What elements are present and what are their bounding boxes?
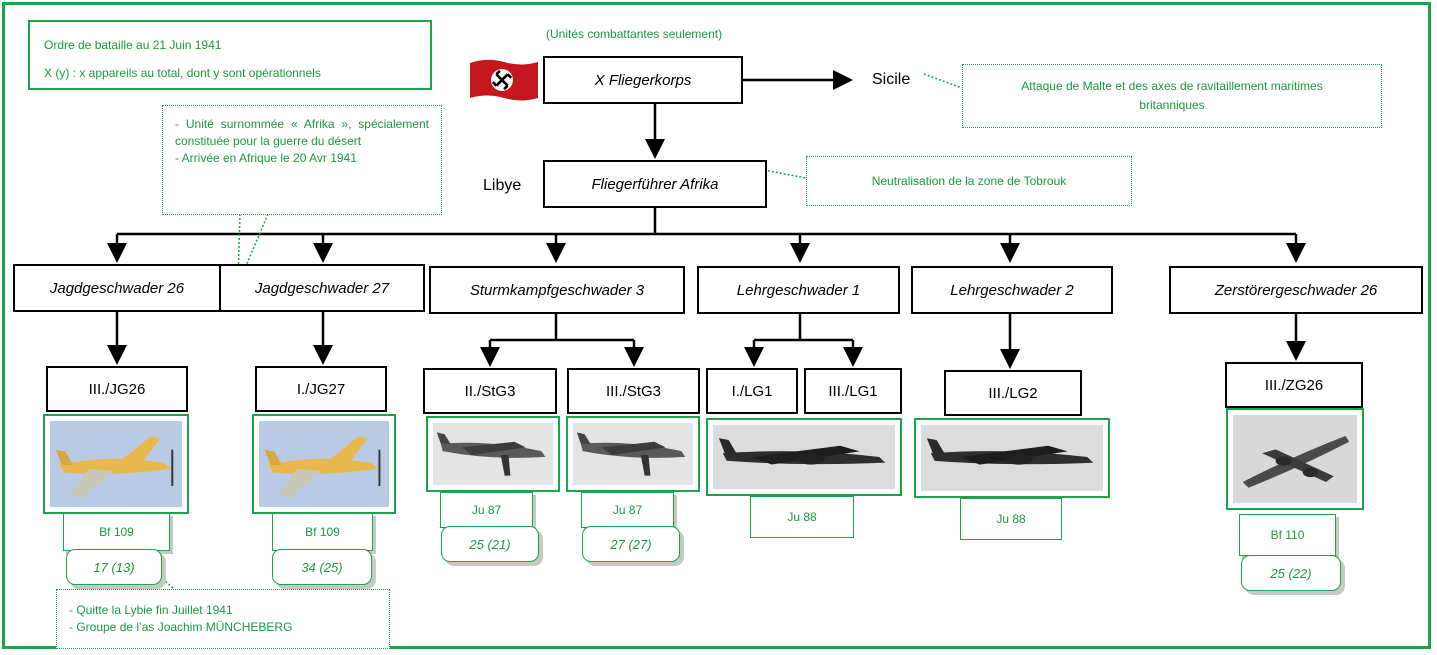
fuhrer-box: Fliegerführer Afrika <box>543 160 767 208</box>
wing-zg26: Zerstörergeschwader 26 <box>1169 266 1423 314</box>
aircraft-type-lg1: Ju 88 <box>750 496 854 538</box>
wing-stg3: Sturmkampfgeschwader 3 <box>429 266 685 314</box>
group-i-lg1: I./LG1 <box>706 368 798 414</box>
wing-jg26: Jagdgeschwader 26 <box>13 264 221 312</box>
jg27-note-line1: - Quitte la Lybie fin Juillet 1941 <box>69 603 233 617</box>
group-iii-lg2: III./LG2 <box>944 370 1082 416</box>
count-ii-stg3: 25 (21) <box>441 526 539 562</box>
tobrouk-note: Neutralisation de la zone de Tobrouk <box>806 156 1132 206</box>
bf109-image-jg26 <box>43 414 189 514</box>
sicily-note: Attaque de Malte et des axes de ravitail… <box>962 64 1382 128</box>
afrika-note-line1: - Unité surnommée « Afrika », spécialeme… <box>175 117 429 148</box>
group-iii-jg26: III./JG26 <box>46 366 188 412</box>
jg27-note: - Quitte la Lybie fin Juillet 1941 - Gro… <box>56 589 390 649</box>
legend-notation: X (y) : x appareils au total, dont y son… <box>44 66 321 80</box>
german-flag-icon <box>470 57 538 103</box>
group-i-jg27: I./JG27 <box>255 366 387 412</box>
afrika-note: - Unité surnommée « Afrika », spécialeme… <box>162 105 442 215</box>
wing-jg27: Jagdgeschwader 27 <box>219 264 425 312</box>
tobrouk-note-text: Neutralisation de la zone de Tobrouk <box>871 174 1067 188</box>
wing-lg1: Lehrgeschwader 1 <box>697 266 900 314</box>
bf110-image-zg26 <box>1226 408 1364 510</box>
corps-box: X Fliegerkorps <box>543 56 743 104</box>
libya-label: Libye <box>483 177 522 194</box>
ju87-image-iii-stg3 <box>566 416 700 492</box>
aircraft-type-iii-stg3: Ju 87 <box>581 492 674 528</box>
legend-date: Ordre de bataille au 21 Juin 1941 <box>44 38 222 52</box>
aircraft-type-zg26: Bf 110 <box>1239 514 1336 556</box>
ju88-image-lg1 <box>706 418 902 496</box>
jg27-note-line2: - Groupe de l’as Joachim MÜNCHEBERG <box>69 620 293 635</box>
sicily-note-text: Attaque de Malte et des axes de ravitail… <box>1021 78 1323 112</box>
count-jg27: 34 (25) <box>272 549 372 585</box>
sicily-label: Sicile <box>872 71 911 88</box>
group-iii-lg1: III./LG1 <box>804 368 902 414</box>
wing-lg2: Lehrgeschwader 2 <box>911 266 1113 314</box>
ju87-image-ii-stg3 <box>426 416 560 492</box>
aircraft-type-jg26: Bf 109 <box>63 513 170 551</box>
count-jg26: 17 (13) <box>66 549 162 585</box>
group-ii-stg3: II./StG3 <box>423 368 557 414</box>
afrika-note-line2: - Arrivée en Afrique le 20 Avr 1941 <box>175 150 357 165</box>
ju88-image-lg2 <box>914 418 1110 498</box>
group-iii-zg26: III./ZG26 <box>1225 362 1363 408</box>
group-iii-stg3: III./StG3 <box>567 368 700 414</box>
aircraft-type-lg2: Ju 88 <box>960 498 1062 540</box>
count-zg26: 25 (22) <box>1241 555 1341 591</box>
subtitle: (Unités combattantes seulement) <box>546 27 723 41</box>
legend-box: Ordre de bataille au 21 Juin 1941 X (y) … <box>28 20 432 90</box>
aircraft-type-ii-stg3: Ju 87 <box>440 492 533 528</box>
count-iii-stg3: 27 (27) <box>582 526 680 562</box>
bf109-image-jg27 <box>252 414 396 514</box>
aircraft-type-jg27: Bf 109 <box>272 513 373 551</box>
